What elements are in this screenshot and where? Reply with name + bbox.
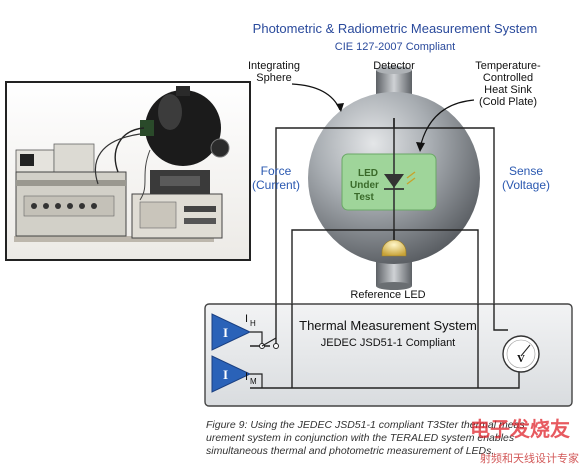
voltmeter-icon: V bbox=[502, 335, 540, 373]
circuit-wiring-box bbox=[250, 304, 520, 389]
caption-line-1: Figure 9: Using the JEDEC JSD51-1 compli… bbox=[206, 419, 529, 431]
label-i-meas-sub: M bbox=[250, 377, 257, 386]
svg-text:LED: LED bbox=[358, 168, 378, 179]
label-heat-sink-line2: Controlled bbox=[483, 72, 533, 84]
thermal-system-subtitle: JEDEC JSD51-1 Compliant bbox=[321, 337, 456, 349]
led-diode-symbol bbox=[384, 118, 416, 240]
current-source-links bbox=[250, 331, 263, 388]
label-heat-sink-line3: Heat Sink bbox=[484, 84, 532, 96]
label-i-meas: I bbox=[245, 371, 248, 383]
caption-line-2: urement system in conjunction with the T… bbox=[206, 432, 515, 444]
diagram-title: Photometric & Radiometric Measurement Sy… bbox=[253, 21, 538, 36]
reference-led bbox=[381, 239, 407, 257]
label-integrating-sphere: Integrating bbox=[248, 60, 300, 72]
selector-switch bbox=[259, 337, 279, 349]
svg-text:Test: Test bbox=[354, 192, 374, 203]
svg-text:Under: Under bbox=[350, 180, 379, 191]
equipment-photo bbox=[5, 81, 251, 261]
pointer-arrowhead-heat-sink bbox=[416, 142, 425, 152]
svg-text:I: I bbox=[223, 325, 228, 340]
label-integrating-sphere-line2: Sphere bbox=[256, 72, 291, 84]
caption-line-3: simultaneous thermal and photometric mea… bbox=[206, 445, 494, 457]
label-i-high: I bbox=[245, 313, 248, 325]
label-detector: Detector bbox=[373, 60, 415, 72]
svg-text:I: I bbox=[223, 367, 228, 382]
watermark-subtitle: 射频和天线设计专家 bbox=[480, 451, 579, 465]
label-sense-line2: (Voltage) bbox=[502, 178, 550, 192]
current-source-meas: I bbox=[211, 355, 252, 393]
led-under-test-window: LED Under Test bbox=[341, 153, 437, 211]
label-i-high-sub: H bbox=[250, 319, 256, 328]
watermark-logo: 电子发烧友 bbox=[470, 417, 570, 441]
label-heat-sink: Temperature- bbox=[475, 60, 541, 72]
label-heat-sink-line4: (Cold Plate) bbox=[479, 96, 537, 108]
thermal-system-title: Thermal Measurement System bbox=[299, 318, 477, 333]
label-force-line2: (Current) bbox=[252, 178, 300, 192]
pointer-arrow-heat-sink bbox=[419, 99, 475, 149]
pointer-arrow-sphere bbox=[291, 83, 341, 111]
label-reference-led: Reference LED bbox=[350, 289, 425, 301]
thermal-measurement-box bbox=[204, 303, 573, 407]
pointer-arrowhead-sphere bbox=[336, 103, 344, 112]
diagram-subtitle: CIE 127-2007 Compliant bbox=[335, 41, 455, 53]
label-force: Force bbox=[261, 164, 292, 178]
current-source-high: I bbox=[211, 313, 252, 351]
svg-text:V: V bbox=[517, 353, 525, 365]
label-sense: Sense bbox=[509, 164, 543, 178]
